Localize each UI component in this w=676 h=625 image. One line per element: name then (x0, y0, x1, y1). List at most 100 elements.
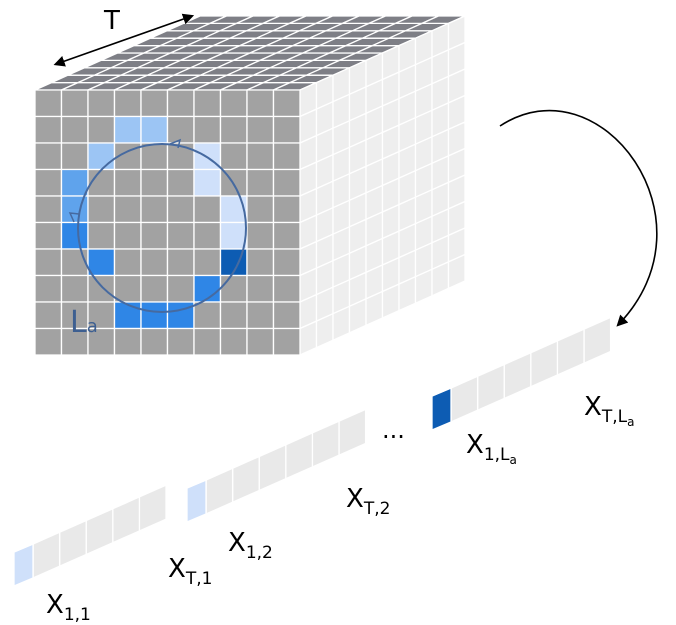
cube-front-cell (34, 89, 63, 118)
label-x-1-la-main: X (466, 430, 484, 460)
cube-front-cell (246, 301, 275, 330)
cube-front-cell (166, 168, 195, 197)
vector-cell-front (32, 531, 61, 579)
cube-front-cell (34, 142, 63, 171)
vector-cell-front (503, 352, 532, 400)
cube-front-cell (246, 142, 275, 171)
label-x-t-1: XT,1 (168, 556, 212, 588)
cube-front-cell (219, 274, 248, 303)
cube-front-cell (246, 168, 275, 197)
cube-front-cell (140, 274, 169, 303)
cube-front-cell (193, 221, 222, 250)
vector-cell-front (338, 408, 367, 456)
vector-cell-front (58, 519, 87, 567)
label-x-t-la: XT,La (584, 394, 634, 428)
vector-first-cell-top (186, 473, 220, 489)
cube-side-cell (447, 253, 466, 290)
cube-front-cell (246, 89, 275, 118)
vector-cell-front (476, 363, 505, 411)
cube-front-cell (246, 115, 275, 144)
cube-front-cell (193, 248, 222, 277)
cube-front-cell (166, 89, 195, 118)
cube-front-cell (272, 89, 301, 118)
cube-front-cell (34, 221, 63, 250)
cube-front-cell (34, 327, 63, 356)
cube-front-cell (272, 195, 301, 224)
cube-front-cell (140, 168, 169, 197)
cube-front-cell (87, 195, 116, 224)
cube-front-cell (219, 89, 248, 118)
ellipsis: ... (382, 416, 405, 444)
vector-cell-front (258, 444, 287, 492)
cube-front-cell-highlight (219, 221, 248, 250)
cube-front-cell (193, 327, 222, 356)
cube-front-cell (113, 89, 142, 118)
cube-front-cell (140, 89, 169, 118)
cube-front-cell-highlight (193, 168, 222, 197)
cube-front-cell (34, 248, 63, 277)
label-x-t-la-subsub: a (627, 415, 635, 429)
label-x-1-2: X1,2 (228, 530, 273, 562)
cube-front-cell (246, 274, 275, 303)
cube-front-cell (34, 195, 63, 224)
label-x-t-la-sub: T,La (602, 407, 635, 429)
cube-front-cell (113, 195, 142, 224)
cube-front-cell (272, 327, 301, 356)
label-x-1-la-sub-text: 1,L (483, 445, 510, 465)
label-x-1-la: X1,La (466, 432, 517, 466)
vector-x-1 (13, 478, 180, 587)
cube-front-cell (166, 274, 195, 303)
cube-front-cell-highlight (60, 195, 89, 224)
label-x-1-1-main: X (46, 590, 64, 620)
cube-front-cell (87, 115, 116, 144)
cube-front-cell (113, 221, 142, 250)
cube-front-cell-highlight (113, 115, 142, 144)
cube-front-cell (87, 89, 116, 118)
cube-front-cell-highlight (60, 221, 89, 250)
cube-front-cell (272, 115, 301, 144)
cube-front-cell (113, 168, 142, 197)
label-x-t-1-main: X (168, 554, 186, 584)
cube-front-cell (140, 248, 169, 277)
cube-front-cell (193, 115, 222, 144)
cube-front-cell (60, 248, 89, 277)
cube-front-cell-highlight (140, 301, 169, 330)
label-x-t-1-sub: T,1 (185, 569, 213, 589)
loop-label: La (70, 308, 98, 338)
cube-front-cell (272, 248, 301, 277)
cube-front-cell (193, 89, 222, 118)
vector-cell-front (583, 316, 612, 364)
cube-front-cell (166, 221, 195, 250)
vector-first-cell-top (13, 537, 47, 553)
cube-front-cell (246, 327, 275, 356)
loop-label-main: L (70, 305, 87, 340)
vector-cell-front (556, 328, 585, 376)
cube-front-cell (87, 274, 116, 303)
cube-front-cell (193, 195, 222, 224)
cube-front-cell (60, 274, 89, 303)
label-x-1-la-subsub: a (509, 453, 517, 467)
cube-front-cell (34, 274, 63, 303)
cube-front-cell (60, 115, 89, 144)
cube-front-cell (219, 115, 248, 144)
label-x-1-2-sub: 1,2 (245, 543, 273, 563)
label-x-1-2-main: X (228, 528, 246, 558)
cube-front-cell (246, 221, 275, 250)
cube-front-cell-highlight (87, 142, 116, 171)
label-x-t-2-sub: T,2 (363, 499, 391, 519)
cube-front-cell-highlight (113, 301, 142, 330)
vector-x-2 (186, 402, 380, 523)
cube-front-cell (140, 195, 169, 224)
data-cube (34, 15, 466, 356)
cube-front-cell (246, 248, 275, 277)
vector-cell-front (138, 484, 167, 532)
cube-front-cell (246, 195, 275, 224)
cube-front-cell (166, 248, 195, 277)
vector-cell-front (205, 467, 234, 515)
vector-cell-front (530, 340, 559, 388)
label-x-t-2-main: X (346, 484, 364, 514)
cube-front-cell (113, 274, 142, 303)
cube-front-cell (219, 142, 248, 171)
cube-front-cell (219, 327, 248, 356)
